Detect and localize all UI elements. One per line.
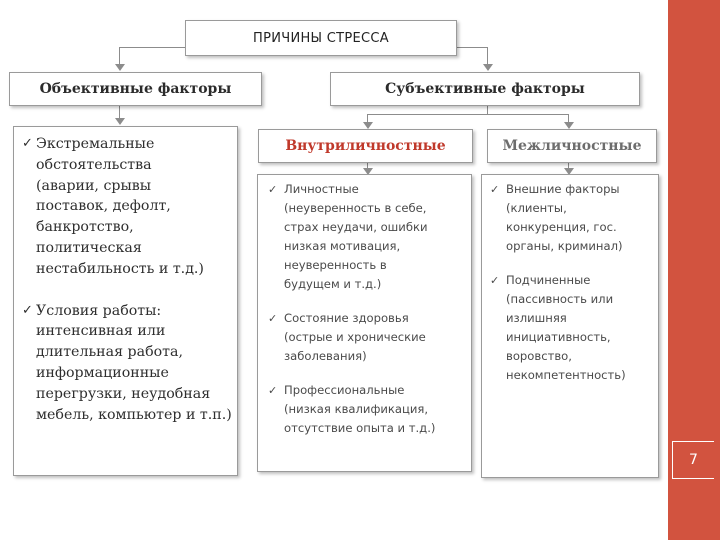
- checkmark-icon: ✓: [490, 183, 500, 196]
- interpersonal-list-box: ✓ Внешние факторы (клиенты, конкуренция,…: [481, 174, 659, 478]
- list-item-text: Профессиональные (низкая квалификация, о…: [284, 383, 436, 435]
- checkmark-icon: ✓: [22, 302, 33, 318]
- arrow-to-interpersonal-list: [563, 168, 574, 175]
- page-number: 7: [689, 452, 698, 468]
- connector-inter-list-down: [568, 163, 569, 169]
- objective-list: ✓ Экстремальные обстоятельства (аварии, …: [22, 134, 233, 425]
- connector-left-down: [119, 47, 120, 65]
- arrow-to-intrapersonal: [362, 122, 373, 129]
- objective-list-box: ✓ Экстремальные обстоятельства (аварии, …: [13, 126, 238, 476]
- list-item: ✓ Условия работы: интенсивная или длител…: [22, 301, 233, 426]
- list-item: ✓ Личностные (неуверенность в себе, стра…: [268, 180, 467, 294]
- intrapersonal-header: Внутриличностные: [285, 138, 446, 154]
- intrapersonal-header-box: Внутриличностные: [258, 129, 473, 163]
- connector-inter-down: [568, 114, 569, 123]
- arrow-to-interpersonal: [563, 122, 574, 129]
- list-item: ✓ Профессиональные (низкая квалификация,…: [268, 381, 467, 438]
- list-item: ✓ Внешние факторы (клиенты, конкуренция,…: [490, 180, 656, 256]
- interpersonal-header-box: Межличностные: [487, 129, 657, 163]
- list-item-text: Состояние здоровья (острые и хронические…: [284, 311, 426, 363]
- objective-header: Объективные факторы: [39, 81, 232, 97]
- title-box: ПРИЧИНЫ СТРЕССА: [185, 20, 457, 56]
- accent-sidebar: [668, 0, 720, 540]
- list-item-text: Условия работы: интенсивная или длительн…: [36, 302, 232, 423]
- subjective-header-box: Субъективные факторы: [330, 72, 640, 106]
- list-item-text: Экстремальные обстоятельства (аварии, ср…: [36, 136, 204, 277]
- intrapersonal-list: ✓ Личностные (неуверенность в себе, стра…: [268, 180, 467, 438]
- arrow-to-intrapersonal-list: [362, 168, 373, 175]
- arrow-to-subjective: [482, 64, 493, 71]
- connector-horizontal-top-right: [457, 47, 488, 48]
- checkmark-icon: ✓: [268, 384, 278, 397]
- page-title: ПРИЧИНЫ СТРЕССА: [253, 30, 389, 46]
- connector-intra-down: [367, 114, 368, 123]
- connector-subjective-horizontal: [367, 114, 568, 115]
- list-item: ✓ Состояние здоровья (острые и хроническ…: [268, 309, 467, 366]
- list-item-text: Личностные (неуверенность в себе, страх …: [284, 182, 428, 291]
- list-item-text: Внешние факторы (клиенты, конкуренция, г…: [506, 182, 623, 253]
- arrow-to-objective: [114, 64, 125, 71]
- connector-subjective-down: [487, 106, 488, 114]
- list-item: ✓ Подчиненные (пассивность или излишняя …: [490, 271, 656, 385]
- list-item: ✓ Экстремальные обстоятельства (аварии, …: [22, 134, 233, 280]
- connector-right-down: [487, 47, 488, 65]
- page-number-box: 7: [672, 441, 714, 479]
- checkmark-icon: ✓: [268, 312, 278, 325]
- objective-header-box: Объективные факторы: [9, 72, 262, 106]
- arrow-to-objective-list: [114, 118, 125, 125]
- intrapersonal-list-box: ✓ Личностные (неуверенность в себе, стра…: [257, 174, 472, 472]
- checkmark-icon: ✓: [22, 136, 33, 151]
- connector-objective-down: [119, 106, 120, 119]
- interpersonal-header: Межличностные: [502, 138, 642, 154]
- interpersonal-list: ✓ Внешние факторы (клиенты, конкуренция,…: [490, 180, 656, 385]
- subjective-header: Субъективные факторы: [385, 81, 585, 97]
- connector-intra-list-down: [367, 163, 368, 169]
- list-item-text: Подчиненные (пассивность или излишняя ин…: [506, 273, 626, 382]
- connector-horizontal-top: [119, 47, 185, 48]
- checkmark-icon: ✓: [490, 274, 500, 287]
- checkmark-icon: ✓: [268, 183, 278, 196]
